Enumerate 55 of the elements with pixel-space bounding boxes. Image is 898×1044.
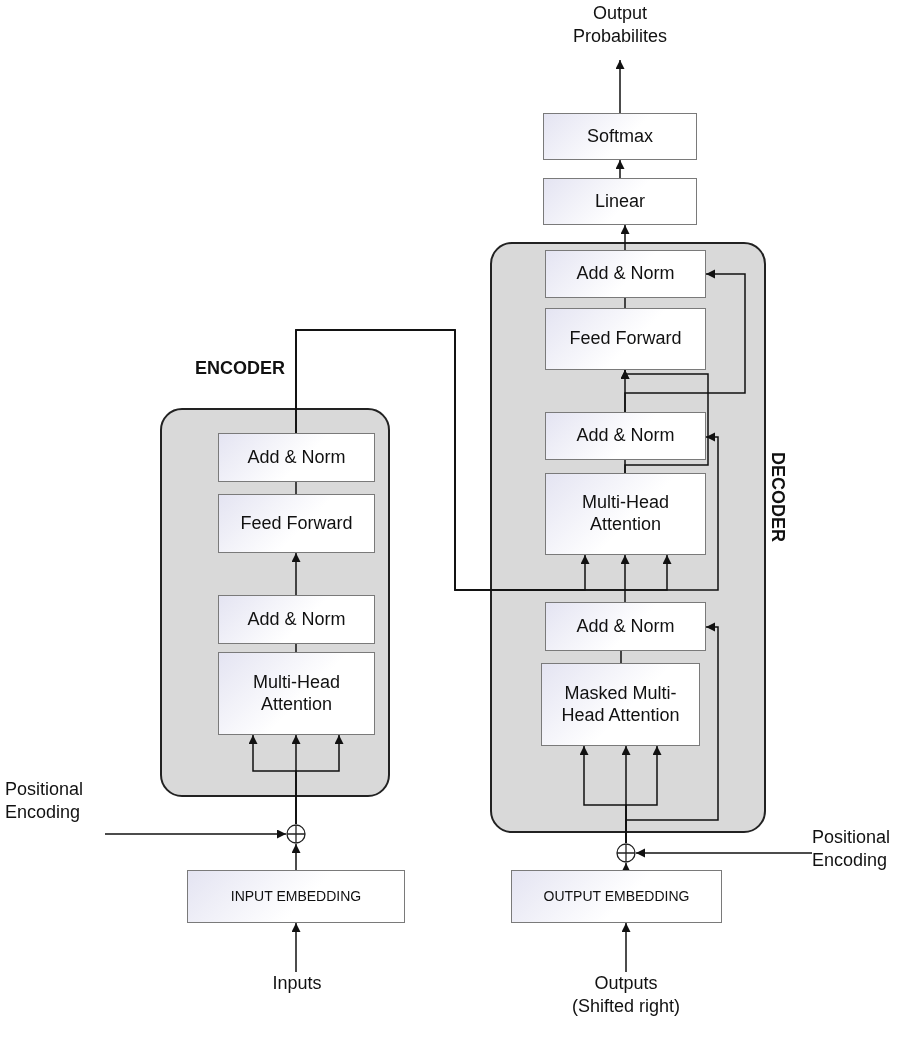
box-label: Add & Norm [576,425,675,447]
process-box [545,473,706,555]
box-label: Add & Norm [576,615,675,638]
connector-line [624,459,626,474]
arrow [615,59,625,114]
arrow [295,734,344,825]
box-label: Add & Norm [576,263,675,285]
arrow [635,848,813,858]
arrow [624,269,746,413]
process-box [545,308,706,370]
box-label: Masked Multi-Head Attention [560,682,681,727]
io-label: Inputs [272,972,322,995]
box-label: Feed Forward [240,512,353,535]
panel-heading: ENCODER [195,358,285,379]
process-box [541,663,700,746]
process-box [218,652,375,735]
arrow [104,829,287,839]
adder-circle [616,843,636,863]
process-box [545,250,706,298]
process-box [218,595,375,644]
arrow [621,862,631,872]
arrow [291,922,301,973]
adder-circle [286,824,306,844]
box-label: INPUT EMBEDDING [230,888,362,905]
process-box [187,870,405,923]
box-label: Add & Norm [247,608,346,631]
box-label: Add & Norm [247,446,346,469]
box-label: Linear [594,190,645,213]
process-box [218,433,375,482]
box-label: Softmax [587,125,653,148]
box-label: OUTPUT EMBEDDING [543,888,690,905]
arrow [620,554,630,603]
panel-heading: DECODER [767,452,788,542]
connector-line [624,297,626,309]
process-box [545,602,706,651]
arrow [621,922,631,973]
io-label: Positional Encoding [5,778,85,823]
process-box [511,870,722,923]
box-label: Multi-Head Attention [252,671,341,716]
io-label: Positional Encoding [812,826,892,871]
arrow [291,552,301,596]
process-box [543,178,697,225]
process-box [543,113,697,160]
box-label: Feed Forward [569,328,682,350]
io-label: Outputs (Shifted right) [570,972,681,1017]
connector-line [295,643,297,653]
arrow [620,224,630,251]
connector-line [620,650,622,664]
box-label: Multi-Head Attention [581,492,670,536]
connector-line [295,481,297,495]
arrow [291,843,301,871]
process-box [545,412,706,460]
arrow [615,159,625,179]
io-label: Output Probabilites [571,2,669,47]
process-box [218,494,375,553]
